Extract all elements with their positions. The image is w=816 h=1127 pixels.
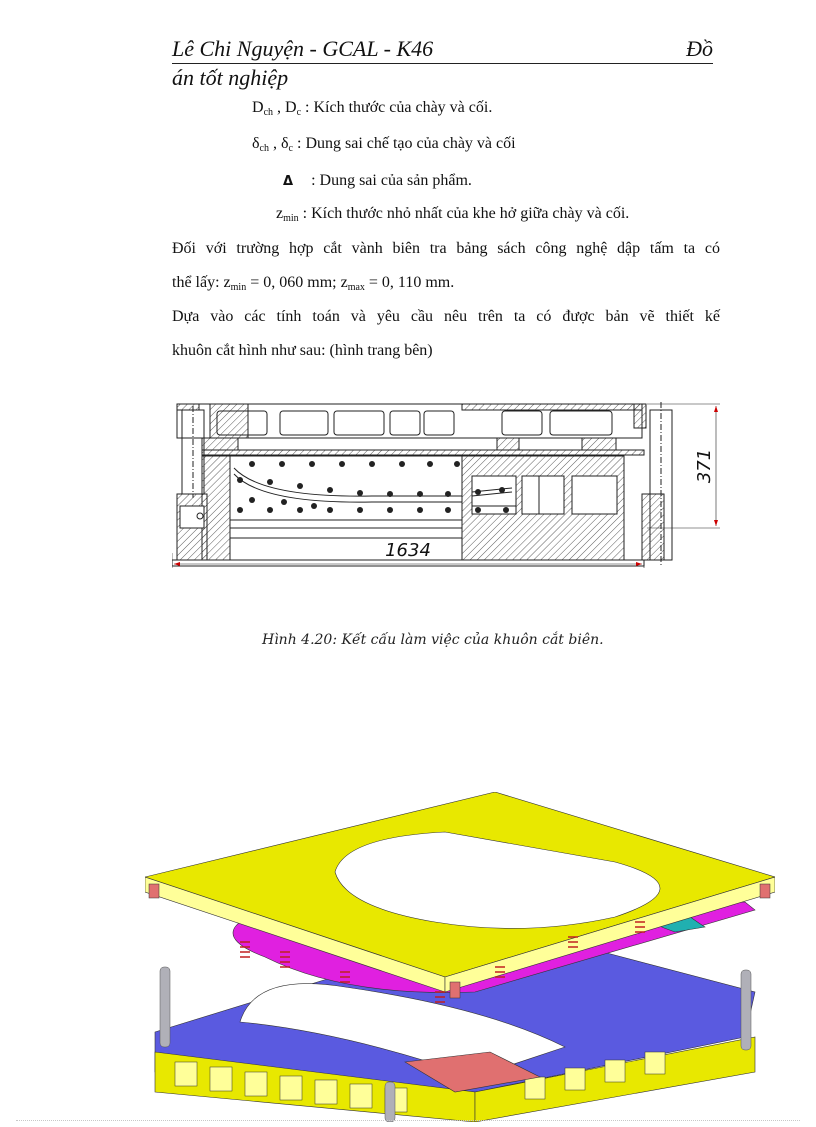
separator: , [273,99,286,116]
definition-dch-dc: Dch , Dc : Kích thước của chày và cối. [252,98,492,118]
symbol: Δ [283,174,294,189]
subscript: c [296,107,302,118]
value: = 0, 060 mm; [246,274,341,291]
page-header: Lê Chi Nguyện - GCAL - K46 Đồ án tốt ngh… [172,36,713,91]
header-author: Lê Chi Nguyện - GCAL - K46 [172,36,434,61]
paragraph-clearance: Đối với trường hợp cắt vành biên tra bản… [172,232,720,368]
definition-delta-ch-c: δch , δc : Dung sai chế tạo của chày và … [252,134,516,154]
symbol: D [252,99,264,116]
page-bottom-rule [16,1120,800,1121]
separator: , [269,135,281,152]
symbol: δ [281,135,289,152]
symbol: z [276,205,284,222]
paragraph-line: Đối với trường hợp cắt vành biên tra bản… [172,240,720,257]
definition-text: : Dung sai chế tạo của chày và cối [293,135,516,152]
subscript: max [347,282,365,293]
paragraph-line: khuôn cắt hình như sau: (hình trang bên) [172,342,433,359]
width-dimension-label: 1634 [385,540,431,561]
symbol: z [223,274,231,291]
symbol: z [340,274,348,291]
definition-zmin: zmin : Kích thước nhỏ nhất của khe hở gi… [276,204,629,224]
definition-text: : Kích thước nhỏ nhất của khe hở giữa ch… [298,205,630,222]
technical-drawing: 1634 371 [171,398,732,568]
definition-text: : Dung sai của sản phẩm. [311,172,472,189]
value: = 0, 110 mm. [364,274,455,291]
die-3d-render [143,791,777,1123]
subscript: ch [259,143,269,154]
definition-text: : Kích thước của chày và cối. [301,99,493,116]
header-first-line: Lê Chi Nguyện - GCAL - K46 Đồ [172,36,713,64]
symbol: δ [252,135,260,152]
paragraph-line: thể lấy: zmin = 0, 060 mm; zmax = 0, 110… [172,266,720,300]
exploded-die-illustration [143,791,777,1123]
header-doc-type-start: Đồ [686,36,713,61]
height-dimension-label: 371 [694,449,715,483]
paragraph-line: Dựa vào các tính toán và yêu cầu nêu trê… [172,308,720,325]
header-doc-type-end: án tốt nghiệp [172,65,289,90]
die-section-drawing: 1634 371 [171,402,720,568]
subscript: min [230,282,247,293]
subscript: min [283,213,299,224]
subscript: c [288,143,293,154]
subscript: ch [263,107,274,118]
figure-caption: Hình 4.20: Kết cấu làm việc của khuôn cắ… [262,632,604,648]
definition-delta-product: Δ : Dung sai của sản phẩm. [283,171,472,192]
text: thể lấy: [172,274,224,291]
symbol: D [285,99,297,116]
